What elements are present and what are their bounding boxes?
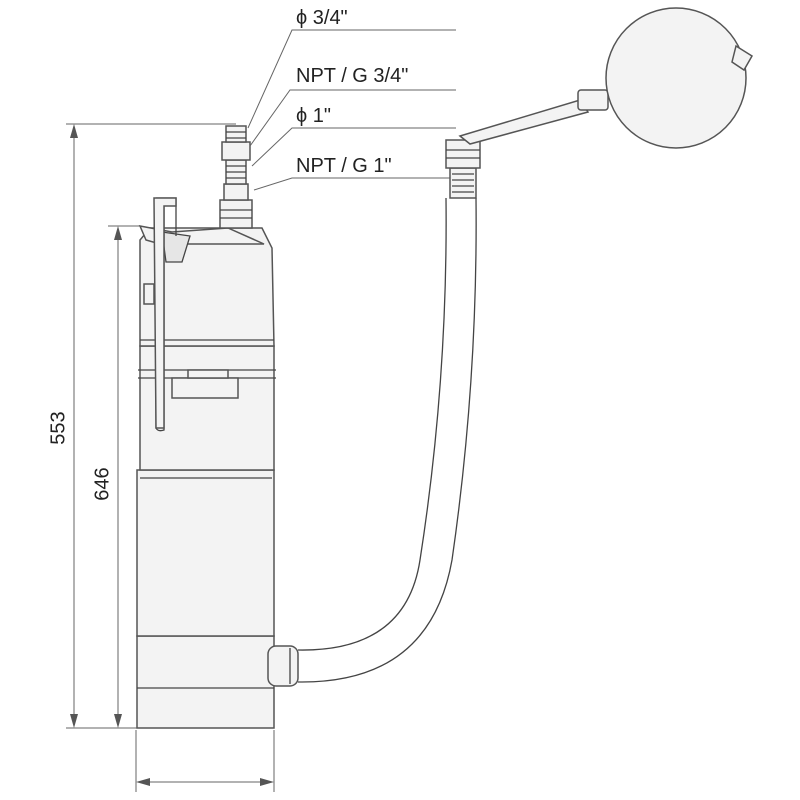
hose bbox=[267, 197, 477, 687]
label-phi-3-4: ϕ 3/4" bbox=[296, 7, 348, 29]
label-npt-g-3-4: NPT / G 3/4" bbox=[296, 65, 409, 87]
dimension-553 bbox=[66, 123, 236, 729]
outlet-fittings bbox=[219, 125, 253, 229]
dimension-width bbox=[135, 730, 275, 792]
leader-lines bbox=[247, 29, 456, 191]
label-dim-646: 646 bbox=[91, 467, 114, 501]
label-phi-1: ϕ 1" bbox=[296, 105, 331, 127]
dimension-646 bbox=[108, 225, 140, 728]
label-npt-g-1: NPT / G 1" bbox=[296, 155, 392, 177]
label-dim-553: 553 bbox=[47, 411, 70, 445]
float-switch bbox=[445, 7, 754, 199]
side-rod bbox=[153, 197, 177, 432]
